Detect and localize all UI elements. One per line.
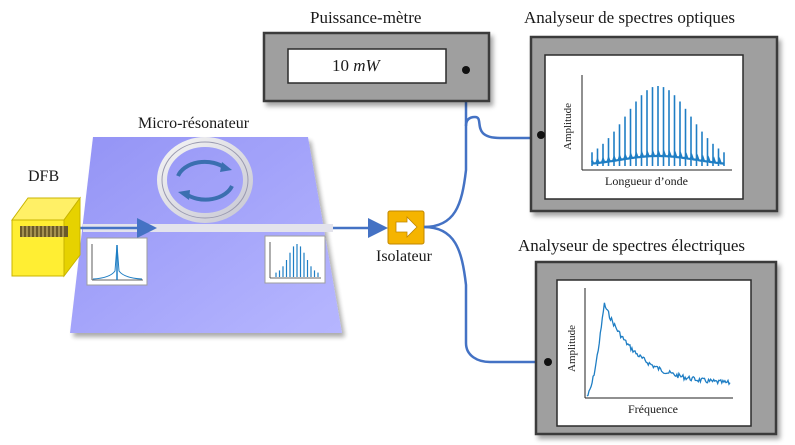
microresonator-chip [70,137,342,333]
esa-trace [586,302,731,397]
power-display [287,48,447,84]
electrical-spectrum-analyzer [534,260,778,436]
esa-xlabel: Fréquence [628,402,678,416]
power-unit: mW [353,56,380,75]
power-value: 10 [332,56,354,75]
esa-ylabel: Amplitude [566,324,578,372]
dfb-label: DFB [28,168,60,185]
power-meter [262,31,491,103]
osa-ylabel: Amplitude [562,102,574,150]
optical-spectrum-analyzer [529,35,779,213]
osa-xlabel: Longueur d’onde [605,174,688,188]
right-arrow-icon [395,216,418,238]
microresonator-label: Micro-résonateur [138,115,250,132]
osa-trace [590,86,725,166]
power-reading: 10 mW [332,56,380,76]
fiber-to-osa [423,115,530,229]
power-meter-title: Puissance-mètre [310,8,422,27]
fiber-to-esa [423,225,547,364]
circular-arrows-icon [176,159,234,202]
esa-title: Analyseur de spectres électriques [518,236,746,255]
osa-title: Analyseur de spectres optiques [524,8,736,27]
output-spectrum-inset [264,235,326,284]
input-spectrum-inset [86,237,148,286]
dfb-laser [11,196,81,278]
isolator-label: Isolateur [376,248,432,265]
isolator [387,210,425,245]
